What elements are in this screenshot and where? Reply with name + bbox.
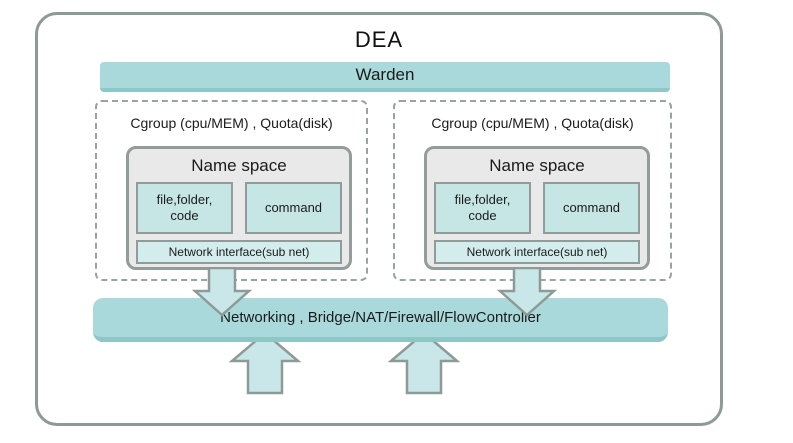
namespace-box: Name space file,folder, code command Net… [126,146,352,270]
up-arrow-icon [388,331,460,395]
networking-bar: Networking , Bridge/NAT/Firewall/FlowCon… [93,298,668,342]
namespace-row: file,folder, code command [434,182,640,234]
file-folder-code-box: file,folder, code [434,182,531,234]
cgroup-quota-label: Cgroup (cpu/MEM) , Quota(disk) [130,115,333,131]
file-folder-code-box: file,folder, code [136,182,233,234]
namespace-title: Name space [191,156,287,175]
command-box: command [543,182,640,234]
network-interface-bar: Network interface(sub net) [136,240,342,264]
namespace-box: Name space file,folder, code command Net… [424,146,650,270]
warden-bar: Warden [100,62,670,92]
down-arrow-icon [497,267,557,317]
networking-label: Networking , Bridge/NAT/Firewall/FlowCon… [220,309,541,326]
cgroup-quota-label: Cgroup (cpu/MEM) , Quota(disk) [431,115,634,131]
warden-label: Warden [355,65,415,84]
namespace-row: file,folder, code command [136,182,342,234]
down-arrow-icon [192,267,252,317]
container-left: Cgroup (cpu/MEM) , Quota(disk) Name spac… [95,100,368,281]
command-box: command [245,182,342,234]
network-interface-bar: Network interface(sub net) [434,240,640,264]
diagram-title: DEA [354,27,404,52]
up-arrow-icon [229,331,301,395]
namespace-title: Name space [489,156,585,175]
container-right: Cgroup (cpu/MEM) , Quota(disk) Name spac… [393,100,672,281]
